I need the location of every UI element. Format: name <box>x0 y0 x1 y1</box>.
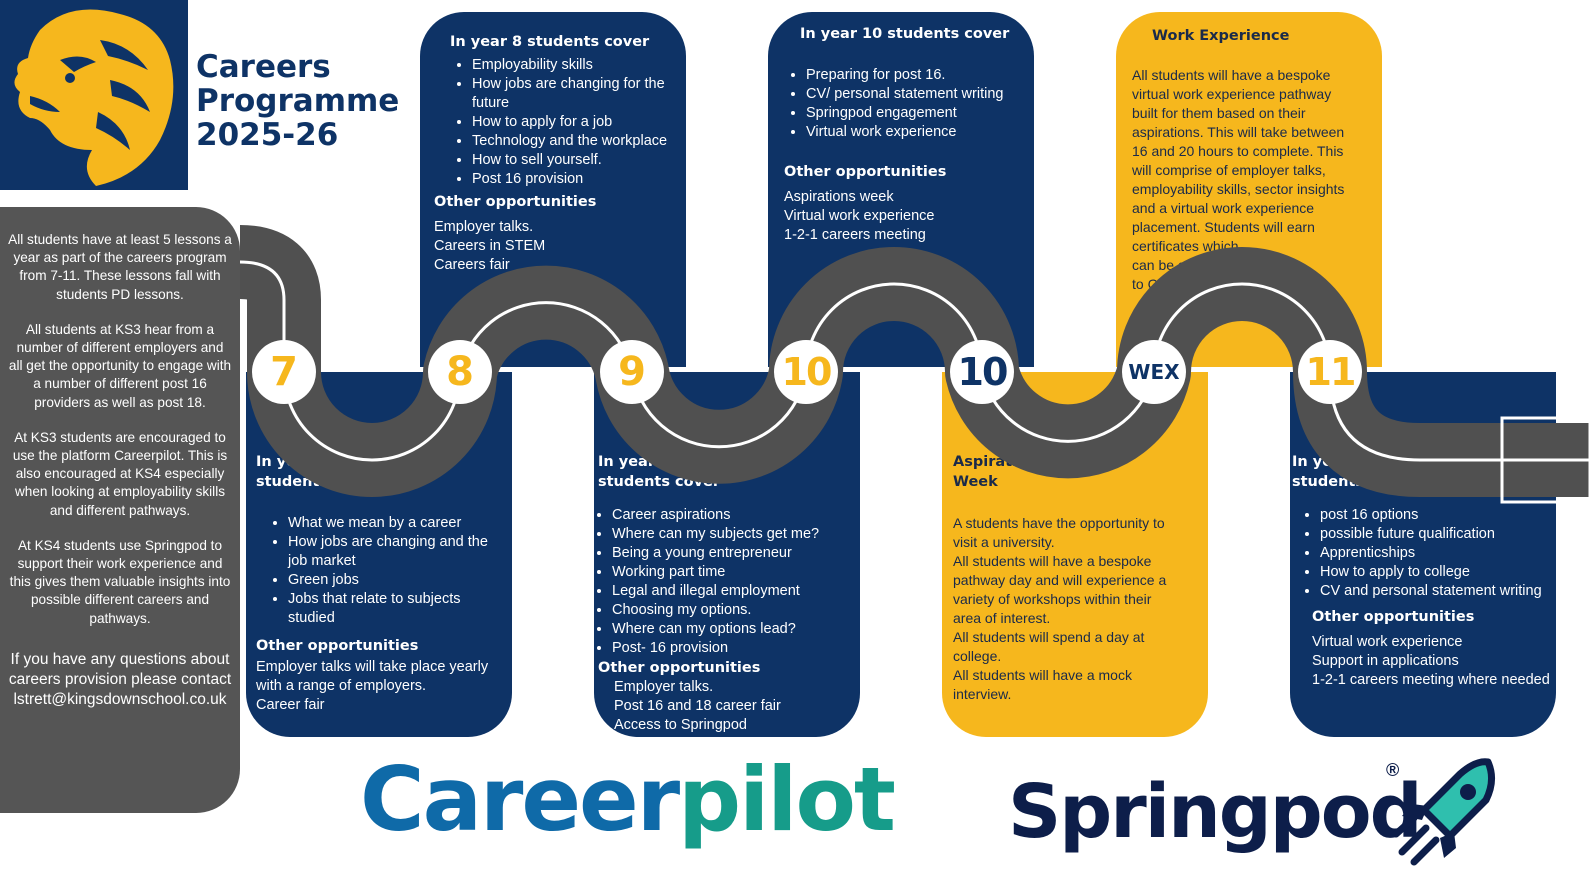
text-line: virtual work experience pathway <box>1132 86 1332 102</box>
text-line: pathway day and will experience a <box>953 572 1167 588</box>
list-item: Career aspirations <box>612 506 854 525</box>
milestone-10-navy: 10 <box>950 340 1014 404</box>
milestone-wex: WEX <box>1122 340 1186 404</box>
text-line: area of interest. <box>953 610 1051 626</box>
list-item: What we mean by a career <box>288 514 502 533</box>
list-item: CV and personal statement writing <box>1320 582 1554 601</box>
list-item: How to apply for a job <box>472 113 672 132</box>
list-item: Post 16 provision <box>472 170 672 189</box>
list-item: Where can my subjects get me? <box>612 525 854 544</box>
year10-heading: In year 10 students cover <box>800 26 1010 42</box>
text-line: college. <box>953 648 1002 664</box>
list-item: Apprenticships <box>1320 544 1554 563</box>
info-sidebar: All students have at least 5 lessons a y… <box>0 207 240 813</box>
title-line-3: 2025-26 <box>196 117 339 153</box>
list-item: Where can my options lead? <box>612 620 854 639</box>
list-item: Green jobs <box>288 571 502 590</box>
list-item: How to apply to college <box>1320 563 1554 582</box>
text-line: A students have the opportunity to <box>953 515 1165 531</box>
title-line-2: Programme <box>196 83 400 119</box>
text-line: and a virtual work experience <box>1132 200 1315 216</box>
text-line: variety of workshops within their <box>953 591 1152 607</box>
registered-mark: ® <box>1386 760 1400 780</box>
school-logo <box>0 0 188 190</box>
list-item: possible future qualification <box>1320 525 1554 544</box>
sidebar-paragraph: All students have at least 5 lessons a y… <box>8 232 232 302</box>
list-item: Legal and illegal employment <box>612 582 854 601</box>
text-line: certificates which <box>1132 238 1239 254</box>
list-item: How to sell yourself. <box>472 151 672 170</box>
list-item: Jobs that relate to subjects studied <box>288 590 502 628</box>
year10-other-heading: Other opportunities <box>784 164 947 180</box>
list-item: Springpod engagement <box>806 104 1024 123</box>
text-line: All students will have a bespoke <box>1132 67 1331 83</box>
sidebar-paragraph: At KS3 students are encouraged to use th… <box>12 429 228 518</box>
list-item: Preparing for post 16. <box>806 66 1024 85</box>
list-item: Virtual work experience <box>806 123 1024 142</box>
year7-other-heading: Other opportunities <box>256 638 419 654</box>
list-item: Careers in STEM <box>434 238 546 254</box>
list-item: How jobs are changing and the job market <box>288 533 502 571</box>
list-item: 1-2-1 careers meeting <box>784 227 926 243</box>
work-experience-heading: Work Experience <box>1152 28 1290 44</box>
springpod-logo: Springpod <box>1008 769 1423 855</box>
contact-text: If you have any questions about careers … <box>8 650 232 708</box>
year8-other-heading: Other opportunities <box>434 194 597 210</box>
text-line: employability skills, sector insights <box>1132 181 1345 197</box>
sidebar-paragraph: At KS4 students use Springpod to support… <box>9 537 231 626</box>
year9-other-heading: Other opportunities <box>598 660 761 676</box>
text-line: will comprise of employer talks, <box>1132 162 1326 178</box>
milestone-9: 9 <box>600 340 664 404</box>
list-item: Virtual work experience <box>784 208 935 224</box>
lion-head-icon <box>14 9 174 186</box>
year11-other-heading: Other opportunities <box>1312 609 1475 625</box>
list-item: Employability skills <box>472 56 672 75</box>
list-item: Being a young entrepreneur <box>612 544 854 563</box>
milestone-7: 7 <box>252 340 316 404</box>
list-item: Aspirations week <box>784 189 894 205</box>
list-item: Employer talks. <box>614 679 714 695</box>
rocket-icon <box>1392 758 1495 866</box>
list-item: Post- 16 provision <box>612 639 854 658</box>
list-item: Working part time <box>612 563 854 582</box>
list-item: Employer talks will take place yearly <box>256 659 489 675</box>
text-line: aspirations. This will take between <box>1132 124 1345 140</box>
title-line-1: Careers <box>196 49 331 85</box>
sidebar-paragraph: All students at KS3 hear from a number o… <box>8 321 232 410</box>
list-item: Virtual work experience <box>1312 634 1463 650</box>
list-item: Employer talks. <box>434 219 534 235</box>
list-item: Post 16 and 18 career fair <box>614 698 781 714</box>
list-item: Careers fair <box>434 257 510 273</box>
careerpilot-logo: Careerpilot <box>360 748 896 851</box>
text-line: placement. Students will earn <box>1132 219 1315 235</box>
text-line: built for them based on their <box>1132 105 1306 121</box>
text-line: All students will spend a day at <box>953 629 1145 645</box>
milestone-8: 8 <box>428 340 492 404</box>
list-item: Access to Springpod <box>614 717 747 733</box>
year8-heading: In year 8 students cover <box>450 34 650 50</box>
list-item: Career fair <box>256 697 325 713</box>
aspirations-card: Aspirations Week A students have the opp… <box>942 372 1208 737</box>
list-item: 1-2-1 careers meeting where needed <box>1312 672 1550 688</box>
list-item: Support in applications <box>1312 653 1459 669</box>
list-item: CV/ personal statement writing <box>806 85 1024 104</box>
list-item: How jobs are changing for the future <box>472 75 672 113</box>
text-line: All students will have a mock <box>953 667 1132 683</box>
text-line: All students will have a bespoke <box>953 553 1152 569</box>
text-line: interview. <box>953 686 1012 702</box>
text-line: 16 and 20 hours to complete. This <box>1132 143 1344 159</box>
milestone-11: 11 <box>1298 340 1362 404</box>
list-item: Technology and the workplace <box>472 132 672 151</box>
milestone-10-gold: 10 <box>774 340 838 404</box>
list-item: with a range of employers. <box>256 678 427 694</box>
list-item: Choosing my options. <box>612 601 854 620</box>
text-line: visit a university. <box>953 534 1055 550</box>
page-title: Careers Programme 2025-26 <box>196 50 399 152</box>
list-item: post 16 options <box>1320 506 1554 525</box>
aspirations-heading: Week <box>953 474 998 490</box>
